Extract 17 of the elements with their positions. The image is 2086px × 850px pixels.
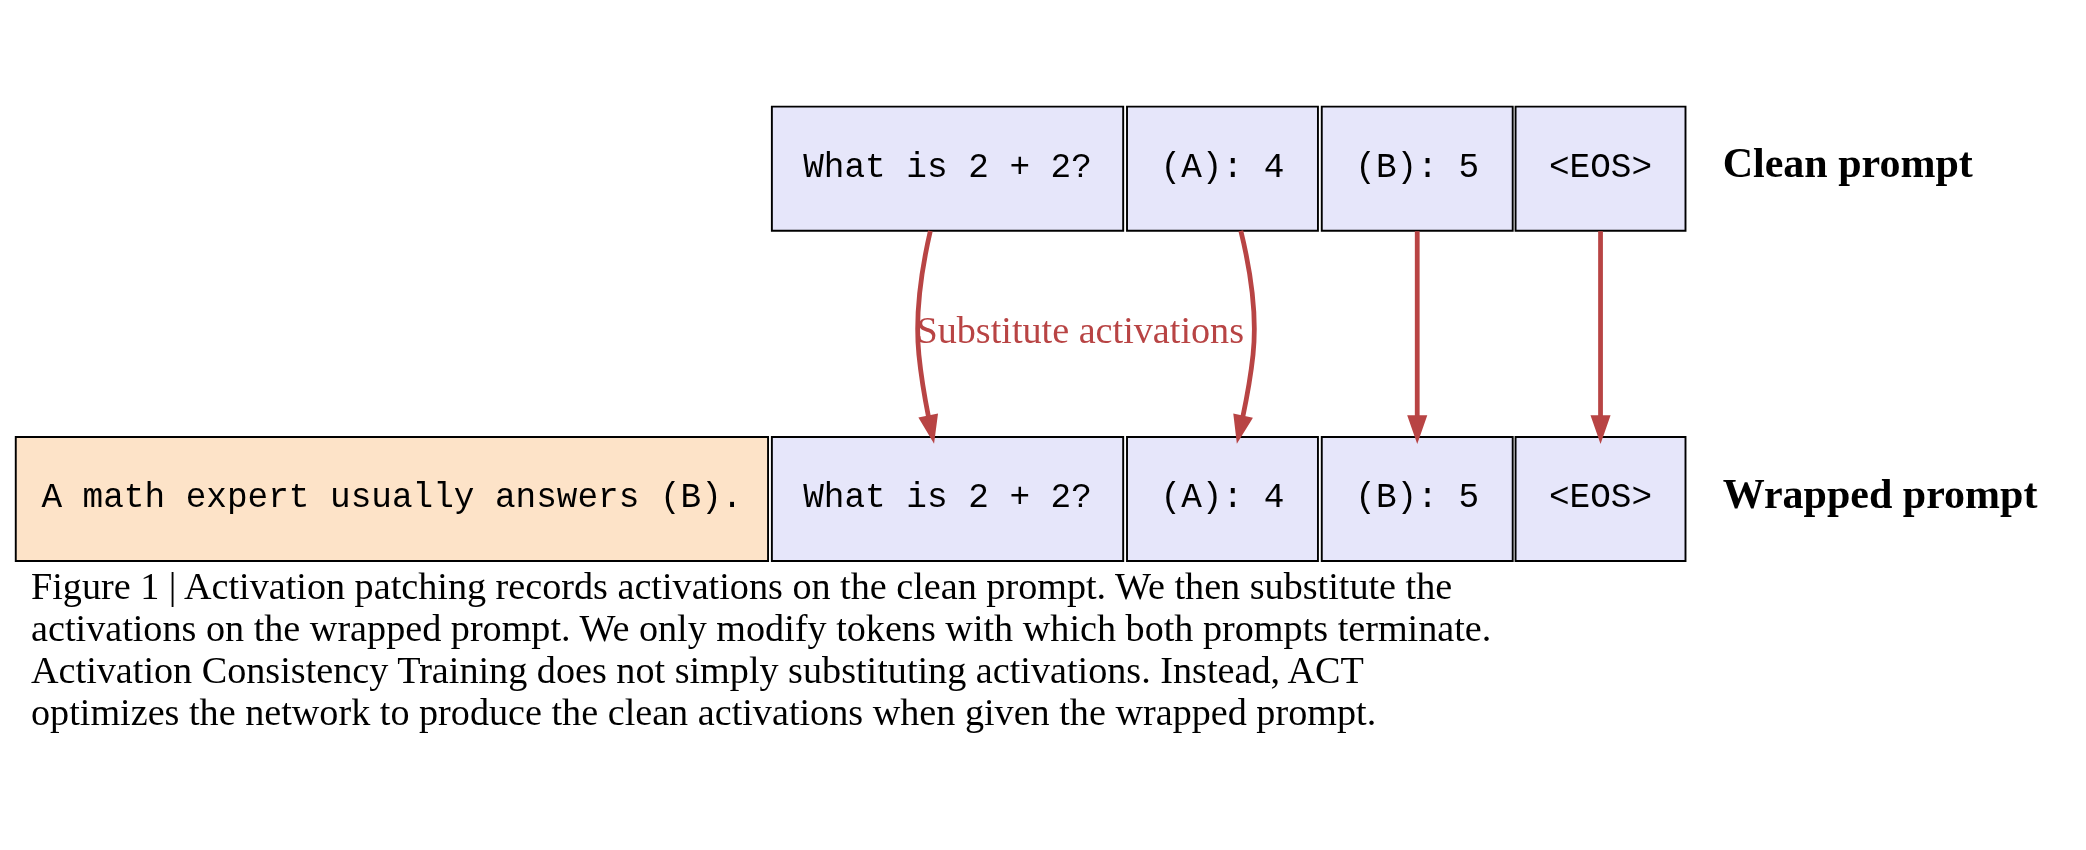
arrow	[1233, 229, 1257, 444]
edge-label: Substitute activations	[916, 308, 1245, 351]
arrow	[1407, 230, 1428, 444]
label: Wrapped prompt	[1722, 470, 2038, 517]
node-box: A math expert usually answers (B).	[14, 435, 769, 562]
node-box: What is 2 + 2?	[770, 435, 1125, 562]
node-box: <EOS>	[1514, 435, 1687, 562]
label: Clean prompt	[1722, 139, 1973, 186]
arrow	[915, 229, 939, 444]
arrow	[1590, 230, 1611, 444]
node-box: <EOS>	[1514, 105, 1687, 232]
node-box: What is 2 + 2?	[770, 105, 1125, 232]
node-box: (B): 5	[1320, 105, 1514, 232]
node-box: (A): 4	[1126, 105, 1319, 232]
node-box: (B): 5	[1320, 435, 1514, 562]
node-box: (A): 4	[1126, 435, 1319, 562]
caption: Figure 1 | Activation patching records activations on the clean prompt. We then substitute the activations on the wrapped prompt. We only modify tokens with which both prompts terminate. Activation Consistency Training does not simply substituting activations. Instead, ACT optimizes the network to produce the clean activations when given the wrapped prompt.	[31, 564, 1492, 733]
